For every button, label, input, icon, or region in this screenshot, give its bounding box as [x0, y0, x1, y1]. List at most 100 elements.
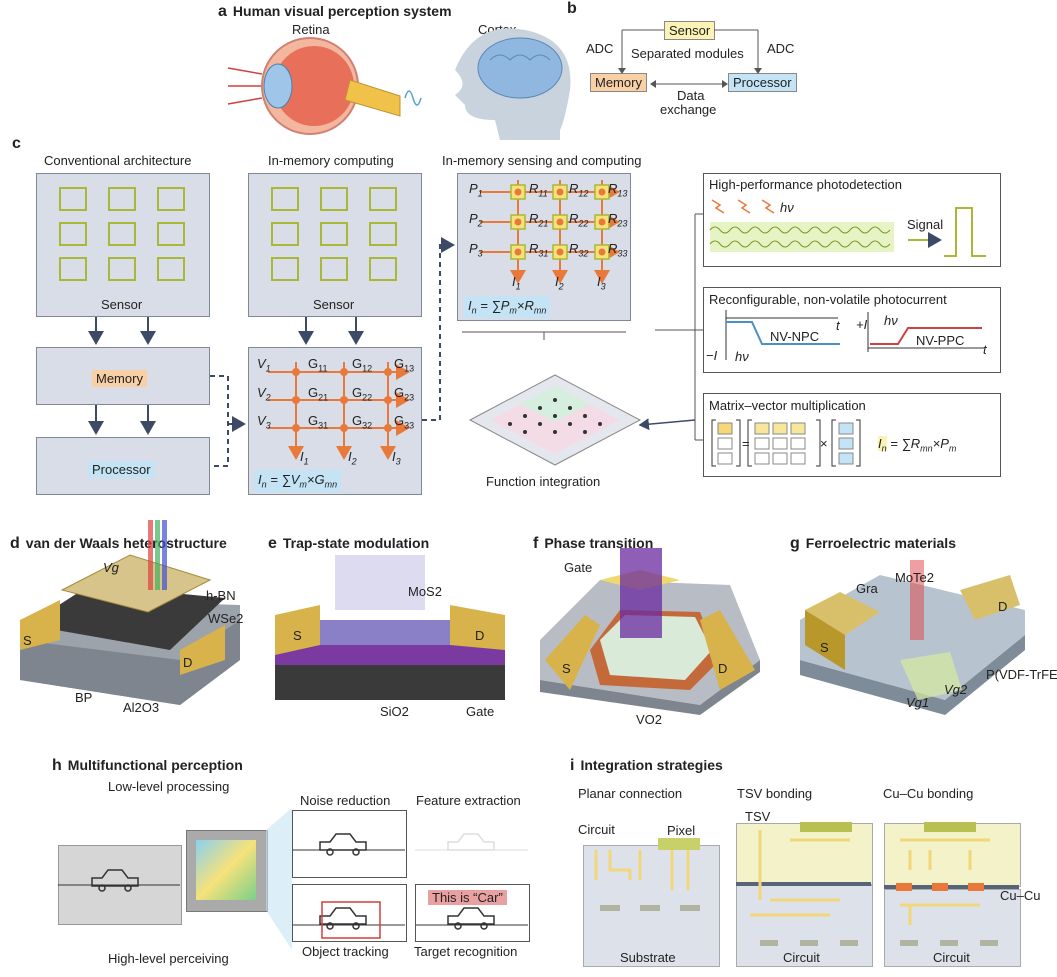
pixel-square [157, 257, 185, 281]
conv-processor-chip: Processor [88, 461, 155, 478]
rnvp-t2: t [983, 342, 987, 357]
r21: R21 [529, 211, 549, 229]
cucu-circuit-label: Circuit [933, 950, 970, 965]
p1: P1 [469, 181, 483, 199]
pixel-square [271, 222, 299, 246]
pixel-label: Pixel [667, 823, 696, 838]
r23: R23 [608, 211, 628, 229]
pixel-square [59, 222, 87, 246]
mvm-times: × [820, 436, 828, 451]
e-gate-label: Gate [466, 704, 495, 719]
panel-b-letter: b [567, 0, 577, 17]
i1: I1 [300, 449, 309, 467]
sio2-label: SiO2 [380, 704, 409, 719]
noise-reduction-label: Noise reduction [300, 793, 391, 808]
r13: R13 [608, 181, 628, 199]
imsc-i2: I2 [555, 274, 564, 292]
target-recognition-label: Target recognition [414, 944, 518, 959]
retina-label: Retina [292, 22, 330, 37]
r22: R22 [569, 211, 589, 229]
cucu-bonding-label: Cu–Cu bonding [883, 786, 974, 801]
i2: I2 [348, 449, 357, 467]
tsv-label: TSV [745, 809, 771, 824]
circuit-label: Circuit [578, 822, 615, 837]
r11: R11 [529, 181, 548, 199]
pixel-square [108, 222, 136, 246]
data-exchange-label-2: exchange [660, 102, 717, 117]
g-d-label: D [998, 599, 1008, 614]
cucu-label: Cu–Cu [1000, 888, 1041, 903]
g23: G23 [394, 385, 415, 403]
d-s-label: S [23, 633, 32, 648]
r33: R33 [608, 241, 628, 259]
sensor-rainbow [196, 840, 256, 900]
r31: R31 [529, 241, 549, 259]
data-exchange-label-1: Data [677, 88, 705, 103]
g21: G21 [308, 385, 329, 403]
g22: G22 [352, 385, 373, 403]
g12: G12 [352, 356, 373, 374]
sensor-chip: Sensor [664, 21, 716, 40]
pixel-square [157, 222, 185, 246]
v1: V1 [257, 356, 271, 374]
pixel-square [271, 257, 299, 281]
pixel-square [369, 187, 397, 211]
rnvp-title: Reconfigurable, non-volatile photocurren… [709, 292, 947, 307]
f-s-label: S [562, 661, 571, 676]
p2: P2 [469, 211, 483, 229]
pixel-square [369, 222, 397, 246]
pixel-square [108, 257, 136, 281]
mos2-label: MoS2 [408, 584, 442, 599]
vg2-label: Vg2 [944, 682, 968, 697]
function-integration-chip [468, 374, 642, 466]
r12: R12 [569, 181, 589, 199]
tsv-bonding-label: TSV bonding [737, 786, 813, 801]
e-s-label: S [293, 628, 302, 643]
rnvp-minus-i: −I [706, 348, 718, 363]
rnvp-hv1: hν [735, 349, 749, 364]
high-level-label: High-level perceiving [108, 951, 229, 966]
conv-memory-chip: Memory [92, 370, 147, 387]
feature-extraction-label: Feature extraction [416, 793, 521, 808]
cucu-bottom [884, 889, 1021, 967]
rnvp-plus-i: +I [856, 317, 868, 332]
v2: V2 [257, 385, 271, 403]
vg-label: Vg [103, 560, 119, 575]
pixel-square [59, 187, 87, 211]
processor-chip: Processor [728, 73, 797, 92]
f-d-label: D [718, 661, 728, 676]
hpp-title: High-performance photodetection [709, 177, 902, 192]
g13: G13 [394, 356, 415, 374]
low-level-label: Low-level processing [108, 779, 230, 794]
imsc-i3: I3 [597, 274, 606, 292]
imsc-title: In-memory sensing and computing [442, 153, 642, 168]
planar-connection-label: Planar connection [578, 786, 683, 801]
mvm-formula: In = ∑Rmn×Pm [878, 436, 957, 454]
object-tracking-label: Object tracking [302, 944, 389, 959]
pixel-square [320, 222, 348, 246]
rnvp-hv2: hν [884, 313, 898, 328]
mote2-label: MoTe2 [895, 570, 935, 585]
hpp-signal: Signal [907, 217, 944, 232]
imsc-i1: I1 [512, 274, 521, 292]
r32: R32 [569, 241, 589, 259]
pixel-square [320, 187, 348, 211]
wse2-label: WSe2 [208, 611, 244, 626]
hbn-label: h-BN [206, 588, 236, 603]
substrate-label: Substrate [620, 950, 676, 965]
noise-reduction-box [292, 810, 407, 878]
mvm-equals: = [742, 436, 750, 451]
tsv-circuit-label: Circuit [783, 950, 820, 965]
gra-label: Gra [856, 581, 878, 596]
pixel-square [271, 187, 299, 211]
pixel-square [157, 187, 185, 211]
